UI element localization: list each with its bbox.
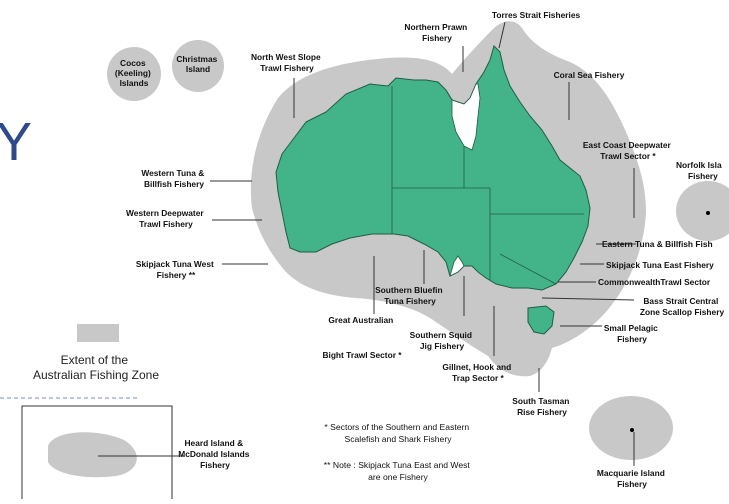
norfolk-marker — [706, 211, 710, 215]
label-commonwealth: CommonwealthTrawl Sector — [598, 277, 711, 287]
label-eastern-tuna: Eastern Tuna & Billfish Fish — [602, 239, 713, 249]
label-gab: Great Australian Bight Trawl Sector * — [322, 315, 402, 360]
edge-title-fragment: Y — [0, 112, 32, 172]
macquarie-zone — [589, 396, 673, 460]
note-sectors: * Sectors of the Southern and Eastern Sc… — [324, 422, 471, 444]
label-south-tasman: South Tasman Rise Fishery — [512, 396, 571, 417]
legend-label: Extent of the Australian Fishing Zone — [33, 353, 159, 382]
label-southern-squid: Southern Squid Jig Fishery — [410, 330, 475, 351]
legend-swatch — [77, 324, 119, 342]
tasmania — [527, 305, 555, 335]
christmas-zone — [172, 40, 224, 92]
label-coral-sea: Coral Sea Fishery — [554, 70, 625, 80]
label-western-deep: Western Deepwater Trawl Fishery — [126, 208, 206, 229]
label-small-pelagic: Small Pelagic Fishery — [604, 323, 660, 344]
label-heard: Heard Island & McDonald Islands Fishery — [178, 438, 252, 470]
label-northern-prawn: Northern Prawn Fishery — [404, 22, 469, 43]
lead-bass-strait — [541, 297, 635, 301]
label-christmas: Christmas Island — [176, 54, 219, 74]
label-skipjack-east: Skipjack Tuna East Fishery — [606, 260, 714, 270]
label-norfolk: Norfolk Isla Fishery — [676, 160, 724, 181]
label-east-coast: East Coast Deepwater Trawl Sector * — [583, 140, 673, 161]
macquarie-marker — [630, 428, 634, 432]
norfolk-zone — [676, 181, 729, 241]
gulf-of-carpentaria — [445, 83, 481, 151]
label-western-tuna: Western Tuna & Billfish Fishery — [141, 168, 206, 189]
label-skipjack-west: Skipjack Tuna West Fishery ** — [136, 259, 216, 280]
spencer-gulf — [449, 255, 465, 277]
label-bass-strait: Bass Strait Central Zone Scallop Fishery — [640, 296, 725, 317]
label-southern-bluefin: Southern Bluefin Tuna Fishery — [375, 285, 445, 306]
cocos-zone — [107, 47, 161, 101]
label-gillnet: Gillnet, Hook and Trap Sector * — [442, 362, 513, 383]
note-skipjack: ** Note : Skipjack Tuna East and West ar… — [324, 460, 472, 482]
lead-torres — [498, 21, 506, 49]
heard-zone — [48, 432, 137, 478]
label-cocos: Cocos (Keeling) Islands — [115, 58, 153, 88]
label-torres-strait: Torres Strait Fisheries — [492, 10, 581, 20]
heard-inset-frame — [21, 405, 173, 499]
nsw-vic-border — [499, 253, 557, 285]
label-macquarie: Macquarie Island Fishery — [597, 468, 667, 489]
label-nw-slope: North West Slope Trawl Fishery — [251, 52, 323, 73]
